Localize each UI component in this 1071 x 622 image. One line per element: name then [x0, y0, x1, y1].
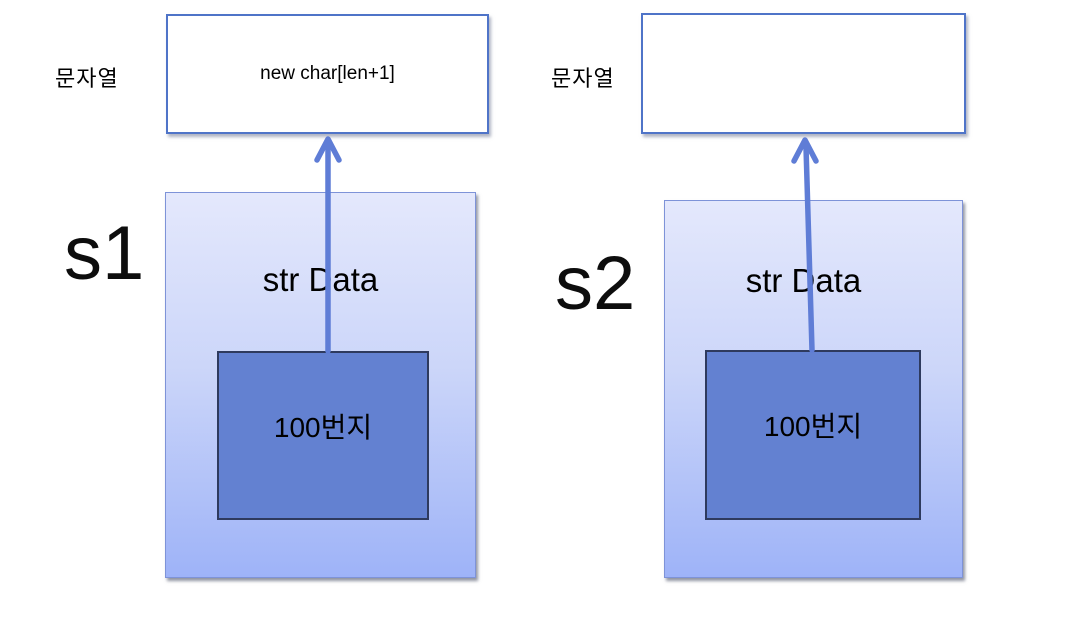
- address-cell-s2-text: 100번지: [763, 411, 863, 442]
- heap-array-box-s1-text: new char[len+1]: [260, 63, 395, 84]
- heap-array-box-s1: new char[len+1]: [166, 14, 489, 134]
- variable-name-s2: s2: [555, 241, 636, 326]
- heap-array-box-s2: [641, 13, 966, 134]
- object-label-s1: str Data: [262, 261, 379, 298]
- address-cell-s1: 100번지: [217, 351, 429, 520]
- object-label-s2: str Data: [745, 262, 862, 299]
- address-cell-s1-text: 100번지: [273, 411, 373, 443]
- pointer-label-s2: 문자열: [551, 66, 615, 91]
- address-cell-s2: 100번지: [705, 350, 921, 520]
- variable-name-s1: s1: [64, 211, 145, 296]
- pointer-label-s1: 문자열: [55, 66, 119, 91]
